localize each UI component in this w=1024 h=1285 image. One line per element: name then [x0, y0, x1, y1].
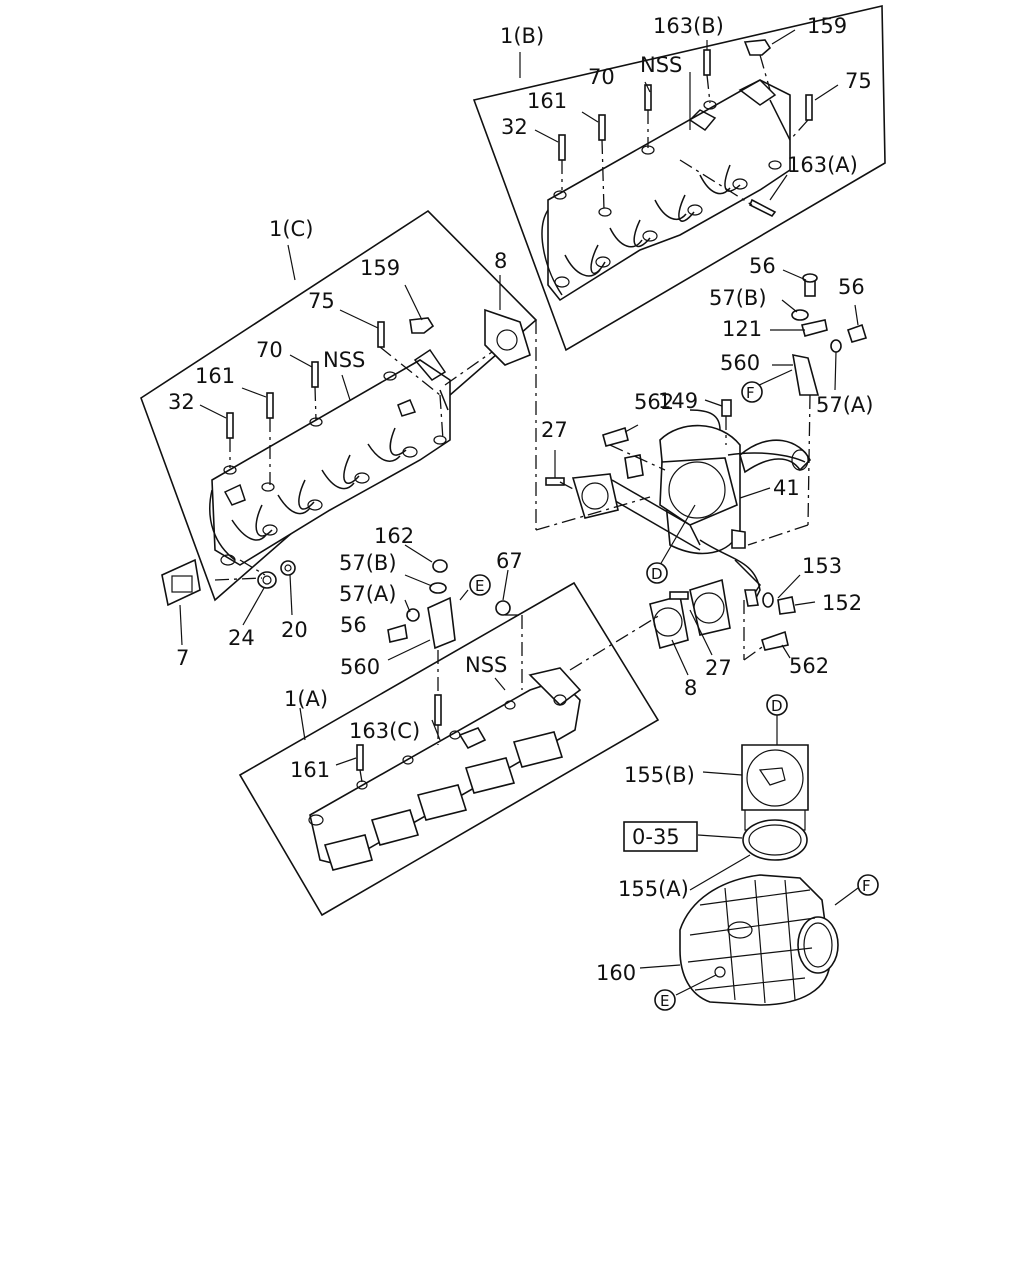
right-leaders	[535, 269, 859, 676]
label-149: 149	[658, 389, 698, 413]
label-assembly-c: 1(C)	[269, 217, 313, 241]
label-560: 560	[720, 351, 760, 375]
manifold-b-fasteners	[558, 39, 813, 218]
label-161: 161	[290, 758, 330, 782]
label-155b: 155(B)	[624, 763, 695, 787]
callout-labels: 1(B) 163(B) 159 70 NSS 75 161 32 163(A) …	[168, 14, 873, 985]
marker-e: E	[475, 577, 484, 595]
intake-duct-41	[571, 409, 811, 650]
label-57a: 57(A)	[816, 393, 873, 417]
label-70: 70	[588, 65, 615, 89]
label-153: 153	[802, 554, 842, 578]
right-fasteners	[545, 273, 868, 651]
label-32: 32	[168, 390, 195, 414]
label-nss: NSS	[465, 653, 507, 677]
label-160: 160	[596, 961, 636, 985]
label-161: 161	[527, 89, 567, 113]
label-70: 70	[256, 338, 283, 362]
frame-manifold-b	[472, 4, 886, 352]
label-75: 75	[845, 69, 872, 93]
label-67: 67	[496, 549, 523, 573]
marker-e: E	[660, 992, 669, 1010]
label-163a: 163(A)	[787, 153, 858, 177]
label-163b: 163(B)	[653, 14, 724, 38]
label-57b: 57(B)	[709, 286, 767, 310]
throttle-body-155b	[741, 744, 809, 831]
label-159: 159	[360, 256, 400, 280]
label-56: 56	[749, 254, 776, 278]
silencer-160	[679, 874, 839, 1006]
label-152: 152	[822, 591, 862, 615]
label-163c: 163(C)	[349, 719, 420, 743]
label-32: 32	[501, 115, 528, 139]
label-56: 56	[838, 275, 865, 299]
label-reference: 0-35	[632, 825, 680, 849]
manifold-c-leaders	[179, 244, 501, 646]
label-56: 56	[340, 613, 367, 637]
marker-d: D	[651, 565, 663, 583]
label-27: 27	[705, 656, 732, 680]
label-562: 562	[789, 654, 829, 678]
label-121: 121	[722, 317, 762, 341]
label-nss: NSS	[640, 53, 682, 77]
o-ring-155a	[742, 819, 808, 861]
label-nss: NSS	[323, 348, 365, 372]
label-57b: 57(B)	[339, 551, 397, 575]
label-155a: 155(A)	[618, 877, 689, 901]
label-7: 7	[176, 646, 189, 670]
manifold-c-fasteners	[161, 308, 531, 607]
frame-manifold-a	[238, 581, 660, 917]
connection-markers: F D E D F E	[469, 381, 879, 1011]
label-8: 8	[494, 249, 507, 273]
label-162: 162	[374, 524, 414, 548]
label-24: 24	[228, 626, 255, 650]
manifold-b-leaders	[519, 29, 839, 211]
label-562: 562	[634, 390, 674, 414]
label-27: 27	[541, 418, 568, 442]
label-8: 8	[684, 676, 697, 700]
silencer-leaders	[639, 715, 859, 996]
label-20: 20	[281, 618, 308, 642]
label-75: 75	[308, 289, 335, 313]
intake-manifold-c	[209, 348, 451, 566]
exhaust-manifold-a	[308, 596, 582, 871]
marker-f: F	[746, 384, 755, 402]
label-assembly-a: 1(A)	[284, 687, 328, 711]
label-assembly-b: 1(B)	[500, 24, 544, 48]
label-560: 560	[340, 655, 380, 679]
marker-d: D	[771, 697, 783, 715]
label-41: 41	[773, 476, 800, 500]
label-161: 161	[195, 364, 235, 388]
reference-box	[623, 821, 698, 852]
label-159: 159	[807, 14, 847, 38]
marker-f: F	[862, 877, 871, 895]
label-57a: 57(A)	[339, 582, 396, 606]
manifold-a-leaders	[299, 544, 661, 783]
